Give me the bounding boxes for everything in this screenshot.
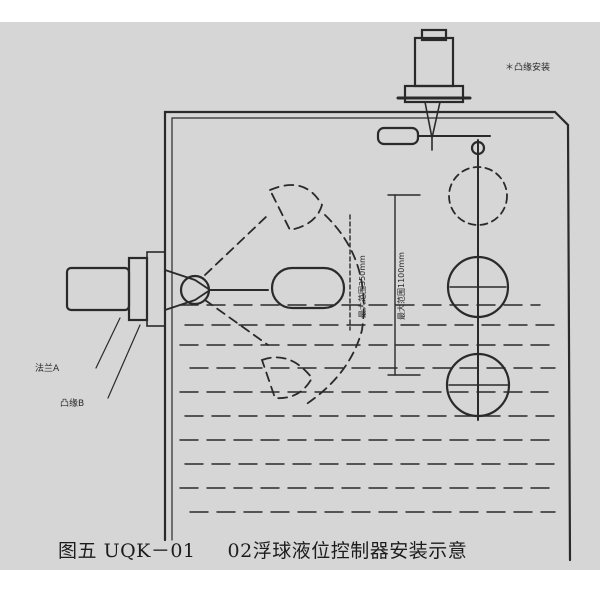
flange-a-label: 法兰A	[35, 362, 60, 374]
tank-outline	[163, 110, 572, 562]
caption-model: UQK－01	[103, 540, 196, 562]
top-mount-label: ＊凸缘安装	[505, 61, 550, 73]
liquid	[179, 304, 556, 513]
bottom-margin	[0, 570, 600, 600]
figure-caption: 图五 UQK－01 02浮球液位控制器安装示意	[58, 536, 467, 563]
top-controller	[376, 28, 491, 151]
dim-large-label: 最大范围1100mm	[396, 252, 406, 320]
side-controller	[65, 251, 346, 399]
flange-b-label: 凸缘B	[60, 397, 84, 409]
caption-title: 02浮球液位控制器安装示意	[227, 540, 468, 562]
tank-inner-wall	[171, 117, 554, 541]
top-margin	[0, 0, 600, 22]
dim-small-label: 最大范围350mm	[357, 255, 367, 318]
dimension-lines	[349, 194, 421, 376]
caption-figure: 图五	[58, 540, 98, 562]
vertical-float-assembly	[445, 139, 511, 421]
side-float-swing	[204, 184, 365, 406]
